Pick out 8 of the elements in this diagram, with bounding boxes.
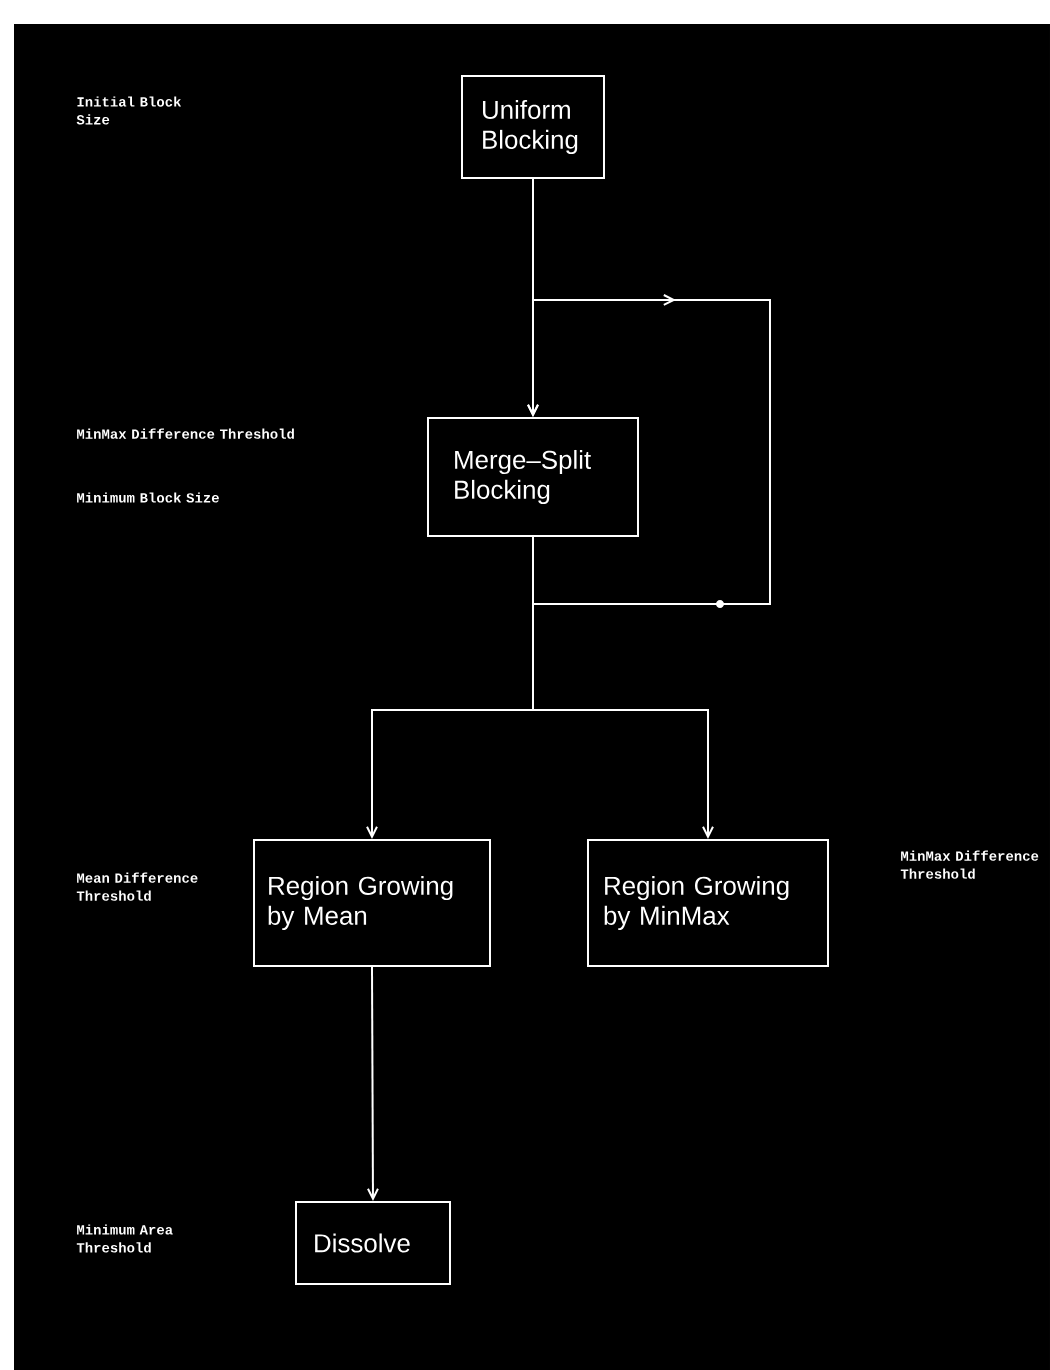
arrow	[532, 536, 714, 839]
arrow	[366, 966, 379, 1201]
process-box: Dissolve	[295, 1201, 451, 1285]
process-box: Region Growing by MinMax	[587, 839, 829, 967]
process-box: Uniform Blocking	[461, 75, 605, 179]
arrow	[527, 294, 771, 608]
process-box: Region Growing by Mean	[253, 839, 491, 967]
process-box: Merge–Split Blocking	[427, 417, 639, 537]
